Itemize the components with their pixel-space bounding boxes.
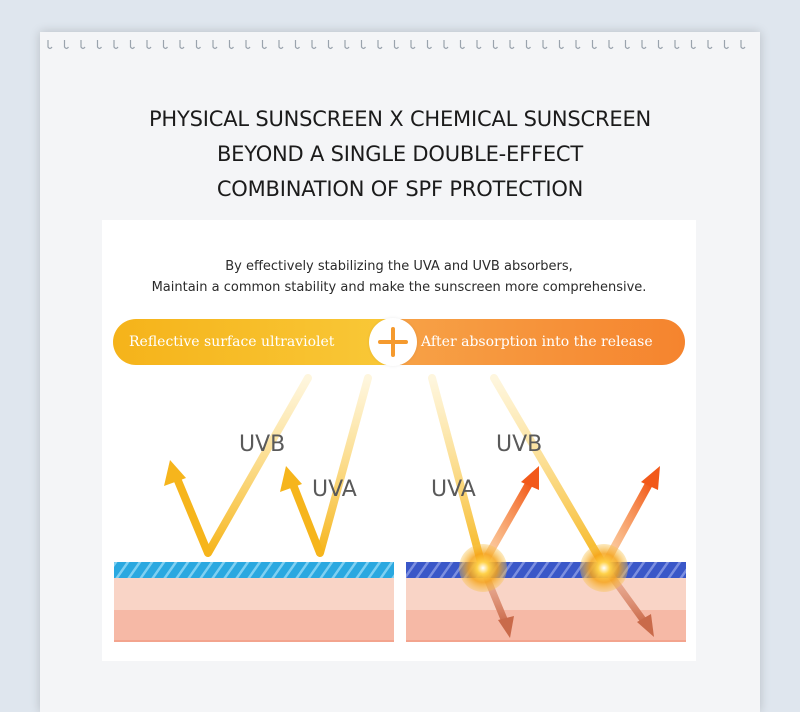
binding-ring [96, 40, 102, 50]
notebook-card: PHYSICAL SUNSCREEN X CHEMICAL SUNSCREEN … [40, 32, 760, 712]
binding-ring [278, 40, 284, 50]
uva-absorption-glow [459, 544, 507, 592]
binding-ring [294, 40, 300, 50]
reflective-banner: Reflective surface ultraviolet [113, 319, 393, 365]
binding-ring [542, 40, 548, 50]
binding-ring [575, 40, 581, 50]
binding-ring [360, 40, 366, 50]
binding-ring [509, 40, 515, 50]
binding-ring [195, 40, 201, 50]
heading-line-3: COMBINATION OF SPF PROTECTION [216, 177, 584, 201]
physical-uvb-ray [164, 374, 312, 557]
binding-ring [47, 40, 53, 50]
physical-skin-block [114, 562, 394, 642]
binding-ring [228, 40, 234, 50]
binding-ring [261, 40, 267, 50]
heading-line-1: PHYSICAL SUNSCREEN X CHEMICAL SUNSCREEN [148, 107, 652, 131]
chemical-caption: Chemical sunscreen [460, 652, 629, 661]
binding-ring [674, 40, 680, 50]
binding-ring [245, 40, 251, 50]
chemical-uva-label: UVA [431, 477, 476, 502]
binding-ring [129, 40, 135, 50]
binding-ring [624, 40, 630, 50]
physical-uva-ray [280, 374, 372, 557]
sunscreen-diagram: UVB UVA UVA UVB Physical sunscreen Chemi… [114, 374, 686, 661]
binding-ring [327, 40, 333, 50]
binding-ring [344, 40, 350, 50]
binding-ring [377, 40, 383, 50]
binding-ring [558, 40, 564, 50]
chemical-skin-block [406, 562, 686, 642]
heading-line-2: BEYOND A SINGLE DOUBLE-EFFECT [216, 142, 584, 166]
binding-ring [707, 40, 713, 50]
intro-text: By effectively stabilizing the UVA and U… [102, 256, 696, 298]
binding-ring [723, 40, 729, 50]
binding-ring [212, 40, 218, 50]
intro-line-1: By effectively stabilizing the UVA and U… [225, 259, 573, 274]
physical-uva-label: UVA [312, 477, 357, 502]
binding-ring [146, 40, 152, 50]
page-heading: PHYSICAL SUNSCREEN X CHEMICAL SUNSCREEN … [40, 102, 760, 207]
spiral-binding [47, 40, 746, 50]
binding-ring [641, 40, 647, 50]
physical-caption: Physical sunscreen [174, 652, 335, 661]
binding-ring [443, 40, 449, 50]
binding-ring [690, 40, 696, 50]
physical-uvb-label: UVB [239, 432, 285, 457]
binding-ring [591, 40, 597, 50]
absorption-banner: After absorption into the release [393, 319, 685, 365]
binding-ring [179, 40, 185, 50]
uvb-absorption-glow [580, 544, 628, 592]
binding-ring [525, 40, 531, 50]
binding-ring [740, 40, 746, 50]
chemical-uvb-label: UVB [496, 432, 542, 457]
binding-ring [63, 40, 69, 50]
binding-ring [410, 40, 416, 50]
intro-line-2: Maintain a common stability and make the… [151, 280, 647, 295]
binding-ring [426, 40, 432, 50]
binding-ring [393, 40, 399, 50]
binding-ring [608, 40, 614, 50]
plus-icon [369, 318, 417, 366]
binding-ring [476, 40, 482, 50]
binding-ring [162, 40, 168, 50]
binding-ring [657, 40, 663, 50]
binding-ring [459, 40, 465, 50]
binding-ring [492, 40, 498, 50]
binding-ring [311, 40, 317, 50]
binding-ring [113, 40, 119, 50]
binding-ring [80, 40, 86, 50]
comparison-panel: By effectively stabilizing the UVA and U… [102, 220, 696, 661]
